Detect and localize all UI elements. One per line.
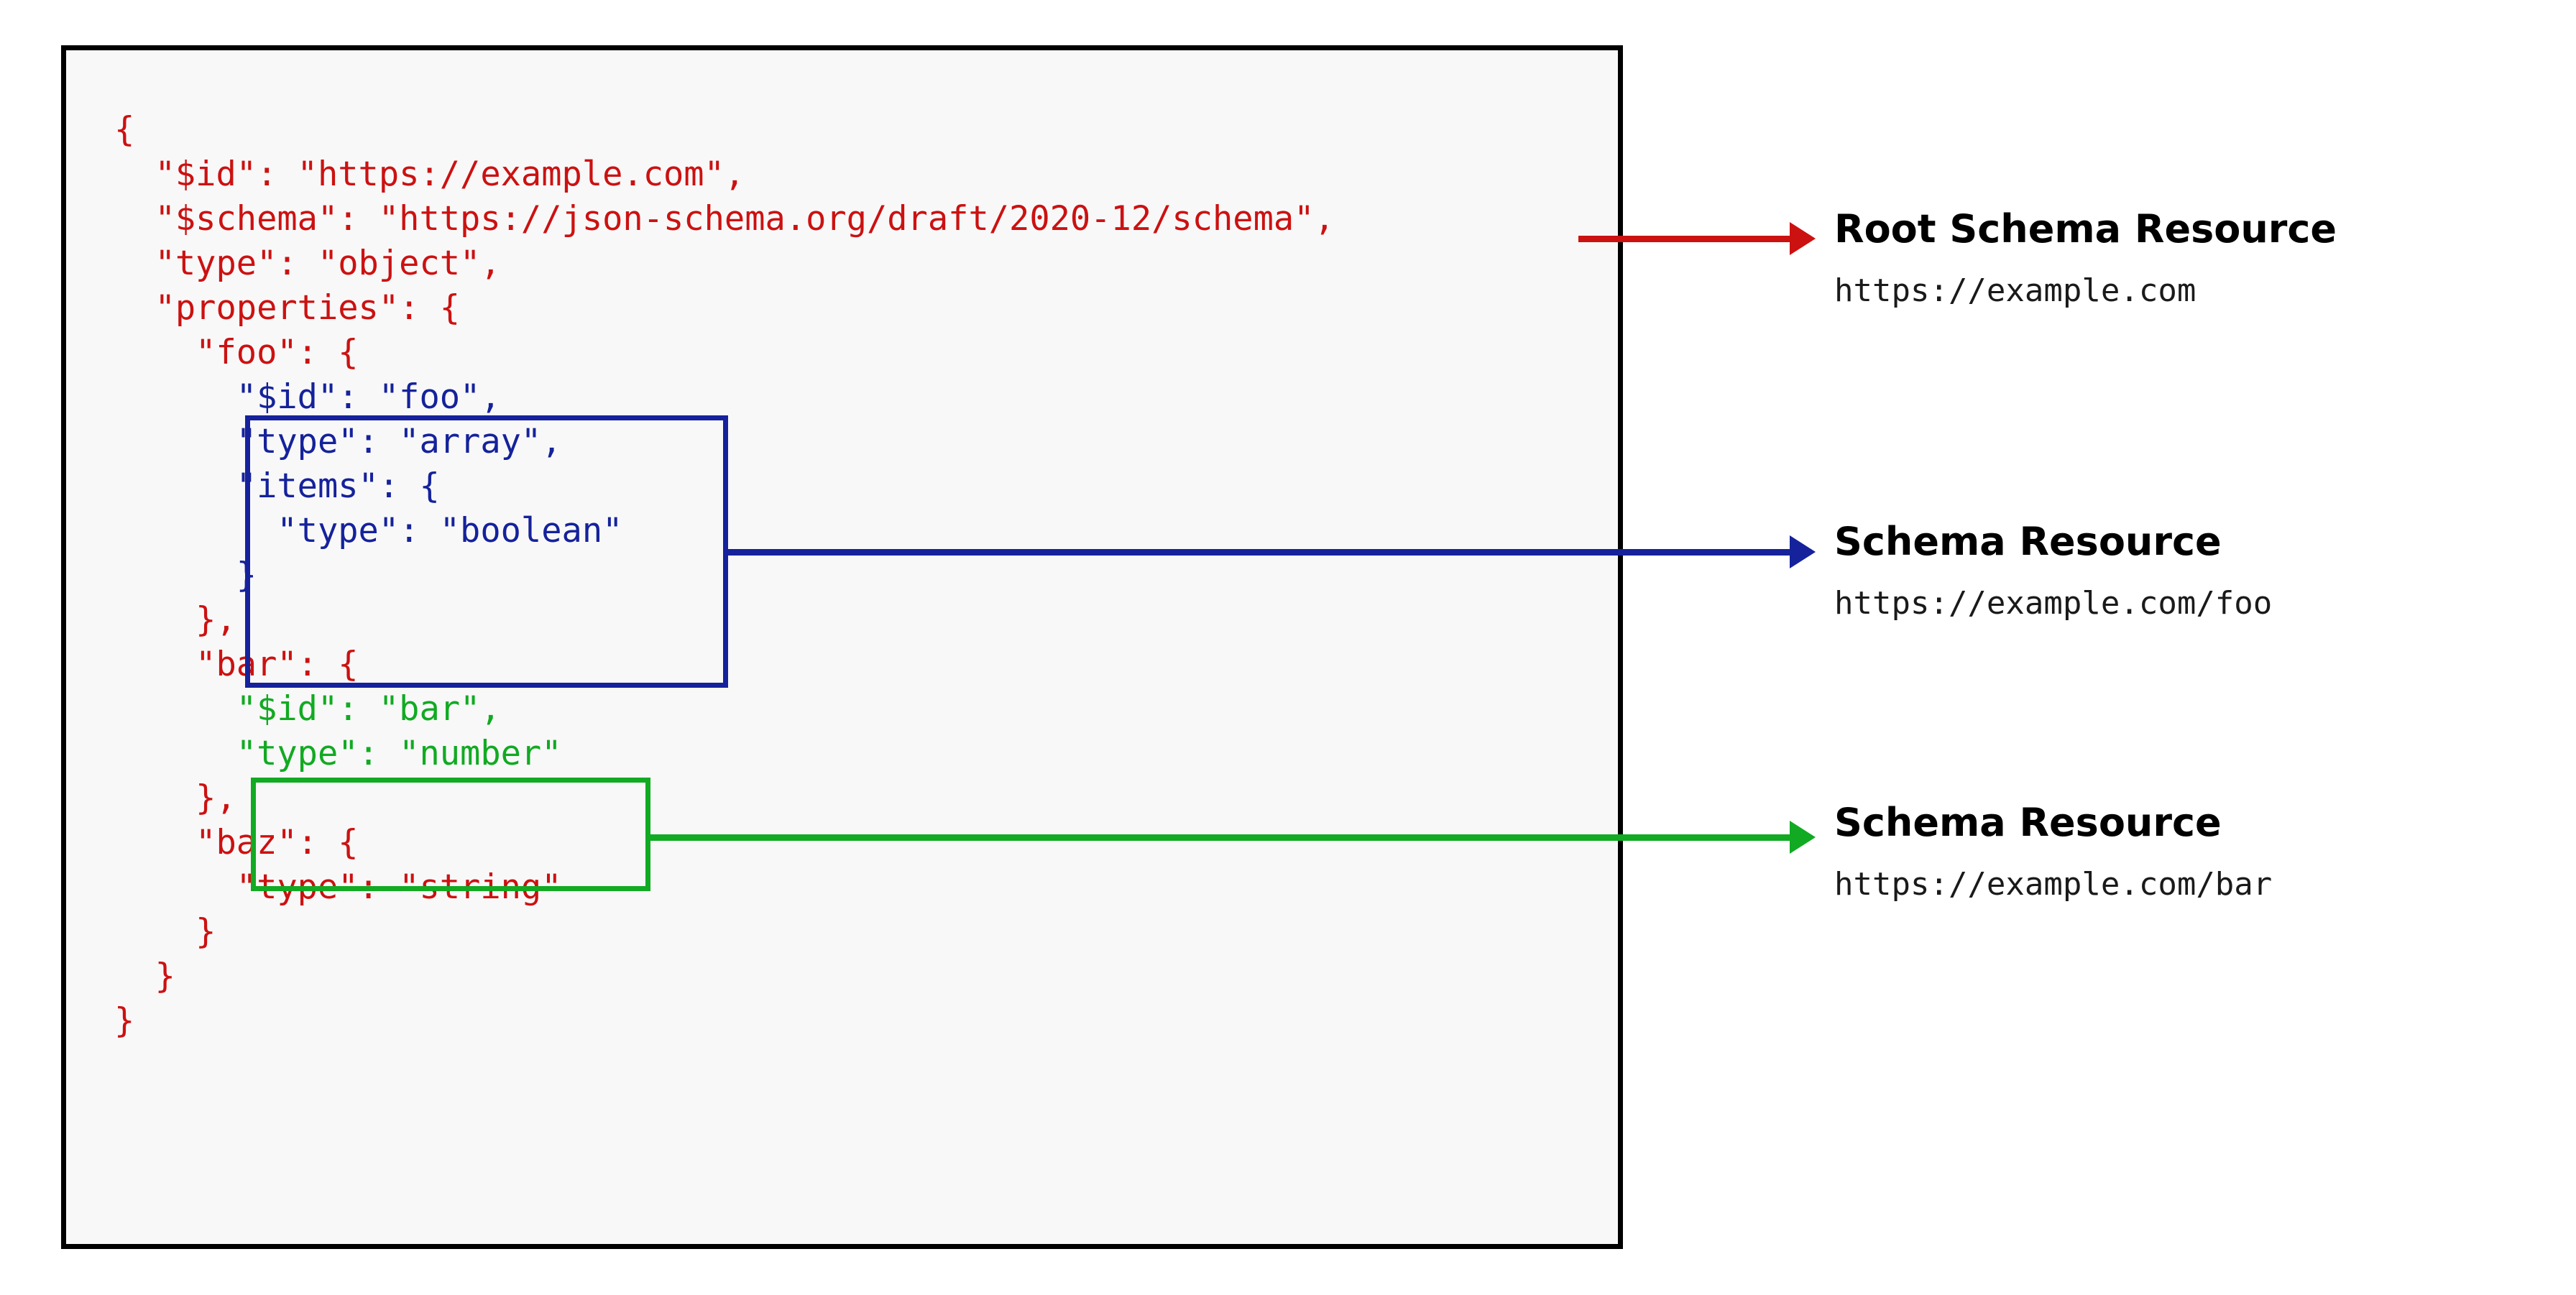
- bar-schema-resource-highlight-box: [251, 778, 650, 891]
- json-schema-code-listing: { "$id": "https://example.com", "$schema…: [114, 108, 1335, 1043]
- callout-title: Schema Resource: [1834, 800, 2222, 845]
- code-line: "$id": "https://example.com",: [114, 155, 745, 194]
- code-line: "type": "object",: [114, 244, 501, 283]
- code-line: }: [114, 912, 216, 951]
- arrow-shaft: [1578, 235, 1790, 242]
- code-line: "properties": {: [114, 288, 461, 328]
- callout-title: Root Schema Resource: [1834, 206, 2337, 252]
- arrow-shaft: [728, 548, 1790, 556]
- callout-root-schema-resource: Root Schema Resource https://example.com: [1834, 206, 2337, 311]
- code-line: {: [114, 110, 135, 149]
- code-line-foo-resource: "$id": "foo",: [114, 377, 501, 417]
- callout-foo-schema-resource: Schema Resource https://example.com/foo: [1834, 519, 2272, 624]
- code-line: }: [114, 957, 175, 996]
- code-line-foo-resource: "type": "array",: [114, 422, 562, 461]
- code-line: },: [114, 778, 236, 818]
- arrow-head-icon: [1790, 821, 1816, 854]
- foo-schema-resource-highlight-box: [245, 415, 728, 688]
- callout-title: Schema Resource: [1834, 519, 2222, 564]
- code-line-bar-resource: "$id": "bar",: [114, 689, 501, 729]
- json-schema-code-panel: { "$id": "https://example.com", "$schema…: [61, 45, 1623, 1249]
- callout-bar-schema-resource: Schema Resource https://example.com/bar: [1834, 800, 2272, 905]
- code-line: "baz": {: [114, 823, 359, 862]
- code-line: },: [114, 600, 236, 640]
- code-line-foo-resource: "type": "boolean": [114, 511, 623, 550]
- code-line-bar-resource: "type": "number": [114, 734, 562, 773]
- code-line: "foo": {: [114, 333, 359, 372]
- arrow-head-icon: [1790, 222, 1816, 255]
- arrow-head-icon: [1790, 535, 1816, 568]
- code-line: "$schema": "https://json-schema.org/draf…: [114, 199, 1335, 239]
- code-line: "bar": {: [114, 645, 359, 684]
- callout-url: https://example.com/foo: [1834, 585, 2273, 622]
- code-line-foo-resource: "items": {: [114, 466, 440, 506]
- code-line: }: [114, 1001, 135, 1041]
- arrow-shaft: [650, 834, 1790, 841]
- callout-url: https://example.com/bar: [1834, 866, 2273, 903]
- callout-url: https://example.com: [1834, 272, 2196, 309]
